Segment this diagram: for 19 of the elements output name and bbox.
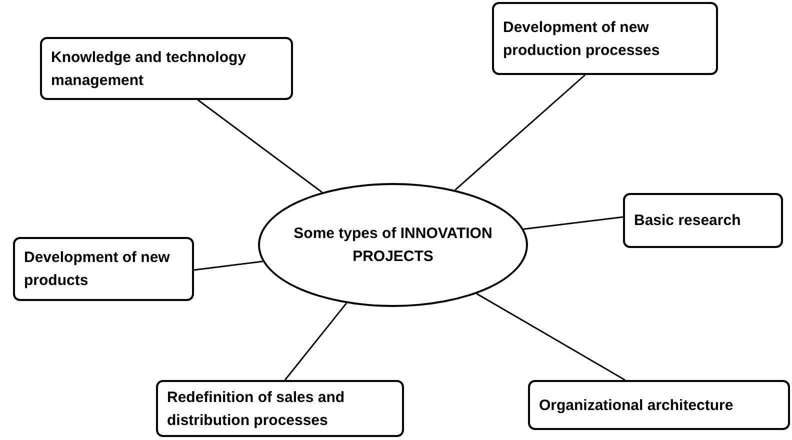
topic-label: Development of new production processes bbox=[503, 18, 661, 60]
topic-box bbox=[13, 237, 194, 301]
connector-line bbox=[198, 99, 322, 193]
topic-label: Development of new products bbox=[24, 248, 171, 291]
topic-label: Organizational architecture bbox=[539, 396, 734, 416]
topic-box bbox=[623, 193, 783, 248]
connector-line bbox=[194, 260, 263, 271]
topic-box bbox=[40, 37, 293, 100]
topic-label: Knowledge and technology management bbox=[51, 48, 248, 90]
connector-line bbox=[476, 293, 626, 381]
hub-label: Some types of INNOVATION PROJECTS bbox=[292, 224, 494, 267]
connector-line bbox=[454, 74, 586, 191]
topic-box bbox=[492, 2, 718, 75]
topic-box bbox=[156, 380, 404, 437]
topic-label: Redefinition of sales and distribution processes bbox=[167, 388, 346, 430]
connector-line bbox=[284, 302, 348, 380]
topic-label: Basic research bbox=[634, 211, 741, 231]
connector-line bbox=[523, 216, 624, 230]
topic-box bbox=[528, 380, 790, 430]
